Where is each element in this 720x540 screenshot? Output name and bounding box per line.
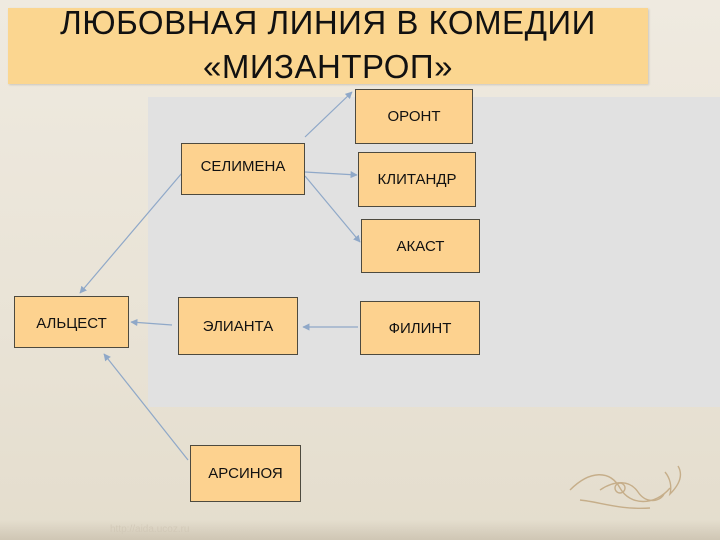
title-box: ЛЮБОВНАЯ ЛИНИЯ В КОМЕДИИ «МИЗАНТРОП» — [8, 4, 648, 85]
link-selimena-alcest — [79, 172, 183, 294]
flourish-ornament-icon — [569, 465, 682, 510]
link-selimena-akast — [304, 175, 361, 243]
node-oront-label: ОРОНТ — [387, 108, 441, 125]
node-selimena-label: СЕЛИМЕНА — [200, 158, 286, 175]
node-klitandr-label: КЛИТАНДР — [377, 171, 457, 188]
title-line-1: ЛЮБОВНАЯ ЛИНИЯ В КОМЕДИИ — [60, 4, 596, 41]
node-alcest-label: АЛЬЦЕСТ — [36, 315, 107, 332]
node-oront: ОРОНТ — [355, 89, 473, 144]
watermark-url: http://aida.ucoz.ru — [110, 524, 190, 535]
node-selimena: СЕЛИМЕНА — [181, 143, 305, 195]
link-selimena-oront — [304, 91, 353, 138]
footer-strip — [0, 520, 720, 540]
node-arsinoya: АРСИНОЯ — [190, 445, 301, 502]
node-akast-label: АКАСТ — [396, 237, 445, 255]
link-selimena-klitandr — [304, 171, 358, 179]
node-filint: ФИЛИНТ — [360, 301, 480, 355]
link-arsinoya-alcest — [103, 353, 189, 461]
node-alcest: АЛЬЦЕСТ — [14, 296, 129, 348]
node-elianta: ЭЛИАНТА — [178, 297, 298, 355]
node-klitandr: КЛИТАНДР — [358, 152, 476, 207]
node-akast: АКАСТ — [361, 219, 480, 273]
link-elianta-alcest — [130, 318, 173, 327]
title-line-2: «МИЗАНТРОП» — [202, 48, 454, 85]
node-filint-label: ФИЛИНТ — [388, 319, 452, 337]
node-elianta-label: ЭЛИАНТА — [202, 317, 274, 335]
node-arsinoya-label: АРСИНОЯ — [208, 465, 283, 482]
